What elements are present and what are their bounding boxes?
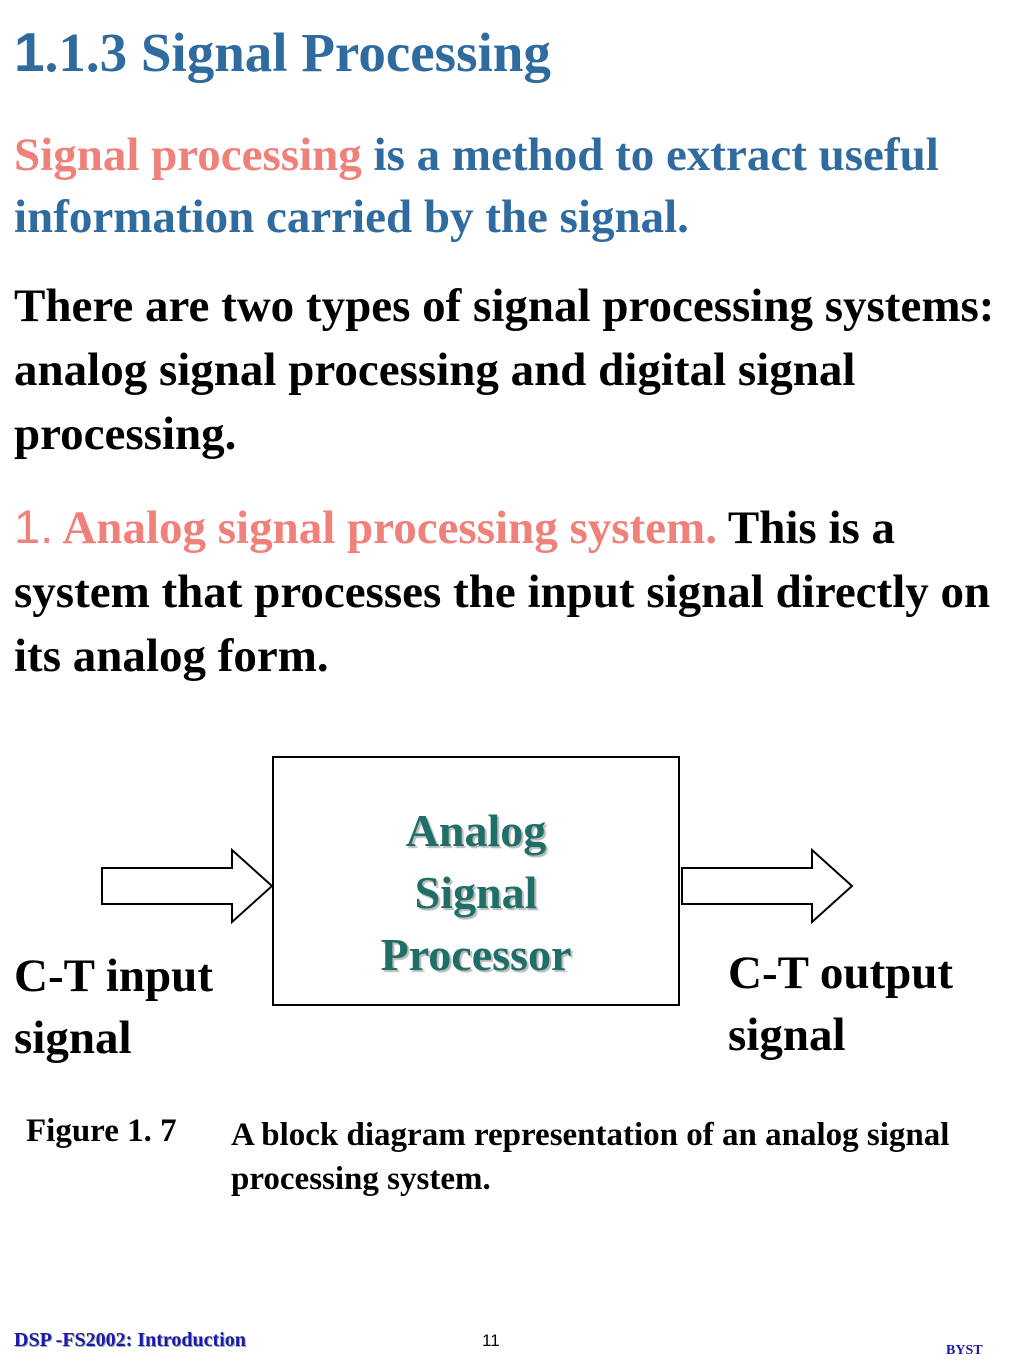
definition-text: is a method to extract useful informatio… bbox=[14, 129, 939, 243]
slide-title: 1.1.3 Signal Processing bbox=[14, 20, 551, 84]
item-text: This is a system that processes the inpu… bbox=[14, 502, 991, 682]
output-label-line: C-T output bbox=[728, 947, 954, 999]
title-text: .1.3 Signal Processing bbox=[44, 22, 551, 83]
definition-paragraph: Signal processing is a method to extract… bbox=[14, 124, 1014, 248]
processor-block bbox=[272, 756, 680, 1006]
input-label-line: signal bbox=[14, 1012, 132, 1064]
figure-caption: A block diagram representation of an ana… bbox=[231, 1117, 950, 1197]
title-number: 1 bbox=[14, 21, 45, 83]
types-paragraph: There are two types of signal processing… bbox=[14, 280, 995, 460]
definition-term: Signal processing bbox=[14, 129, 362, 181]
processor-label-line: Analog bbox=[405, 805, 547, 856]
input-arrow bbox=[101, 847, 274, 925]
output-signal-label: C-T output signal bbox=[728, 942, 1018, 1066]
output-label-line: signal bbox=[728, 1009, 846, 1061]
processor-label-line: Signal bbox=[414, 867, 538, 918]
figure-number: Figure 1. 7 bbox=[26, 1113, 177, 1149]
item-term: Analog signal processing system. bbox=[53, 502, 717, 554]
processor-label: Analog Signal Processor bbox=[272, 800, 680, 986]
output-arrow bbox=[681, 847, 854, 925]
input-signal-label: C-T input signal bbox=[14, 945, 264, 1069]
footer-author: BYST bbox=[946, 1343, 983, 1358]
page-number: 11 bbox=[482, 1331, 500, 1350]
item-number: 1. bbox=[14, 500, 54, 553]
processor-label-line: Processor bbox=[380, 929, 572, 980]
input-label-line: C-T input bbox=[14, 950, 213, 1002]
analog-item-paragraph: 1. Analog signal processing system. This… bbox=[14, 495, 1018, 688]
footer-course-title: DSP -FS2002: Introduction bbox=[14, 1329, 246, 1351]
